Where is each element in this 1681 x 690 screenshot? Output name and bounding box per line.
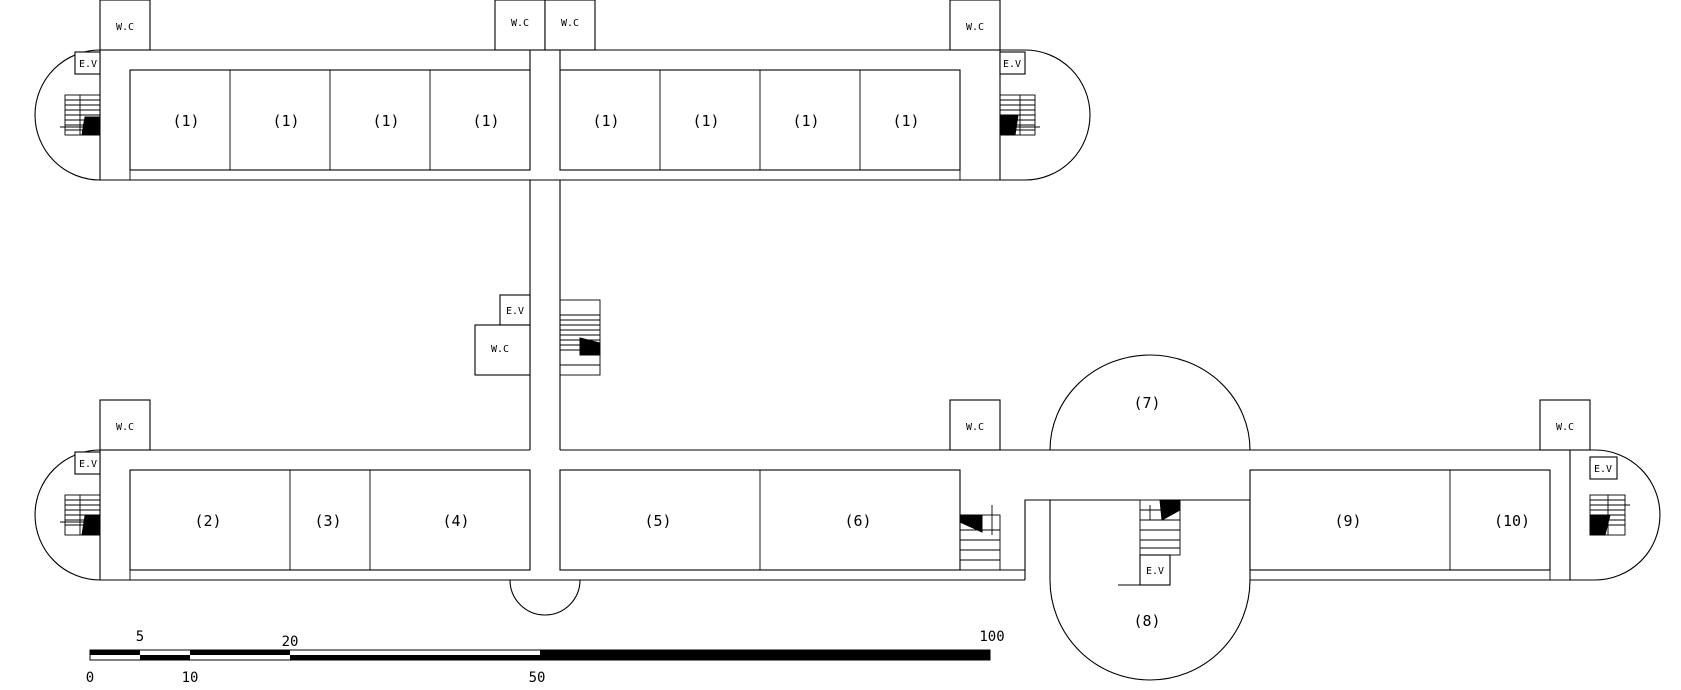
semicircle-room-7 — [1049, 354, 1251, 451]
scale-tick-top: 20 — [282, 634, 299, 650]
stair-icon — [559, 299, 601, 376]
wc-label: W.C — [966, 22, 984, 33]
elevator-label: E.V — [79, 459, 97, 470]
elevator-label: E.V — [1146, 566, 1164, 577]
top-wing: (1) (1) (1) (1) (1) (1) (1) (1) W.C W.C … — [34, 0, 1091, 181]
wc-label: W.C — [116, 422, 134, 433]
stair-icon — [959, 505, 1001, 571]
wc-label: W.C — [966, 422, 984, 433]
elevator-box — [499, 294, 531, 326]
wc-box — [949, 0, 1001, 51]
wc-box — [494, 0, 546, 51]
room-label-3: (3) — [314, 512, 341, 530]
room-label-1c: (1) — [372, 112, 399, 130]
stair-icon — [999, 94, 1040, 136]
scale-tick-bottom: 10 — [182, 670, 199, 686]
wc-label: W.C — [561, 18, 579, 29]
room-label-7: (7) — [1133, 394, 1160, 412]
elevator-box — [1139, 554, 1171, 586]
elevator-box — [1589, 456, 1618, 480]
room-label-6: (6) — [844, 512, 871, 530]
room-block-left — [129, 469, 531, 571]
room-label-5: (5) — [644, 512, 671, 530]
room-label-9: (9) — [1334, 512, 1361, 530]
stair-icon — [1589, 494, 1630, 536]
wc-box — [99, 399, 151, 451]
wc-label: W.C — [511, 18, 529, 29]
elevator-label: E.V — [1003, 59, 1021, 70]
room-label-10: (10) — [1494, 512, 1530, 530]
wc-box — [949, 399, 1001, 451]
scale-tick-bottom: 50 — [529, 670, 546, 686]
room-label-1e: (1) — [592, 112, 619, 130]
elevator-box — [74, 451, 101, 475]
room-block-right — [1249, 469, 1551, 571]
scale-bar: 5 20 100 0 10 50 — [86, 629, 1005, 686]
room-label-1g: (1) — [792, 112, 819, 130]
elevator-box — [74, 51, 101, 75]
wc-box — [1539, 399, 1591, 451]
scale-tick-bottom: 0 — [86, 670, 94, 686]
stair-icon — [1139, 499, 1181, 556]
room-label-1h: (1) — [892, 112, 919, 130]
elevator-label: E.V — [1594, 464, 1612, 475]
elevator-box — [999, 51, 1026, 75]
stair-icon — [60, 494, 101, 536]
scale-tick-top: 5 — [136, 629, 144, 645]
elevator-label: E.V — [506, 306, 524, 317]
bottom-wing: (2) (3) (4) (5) (6) W.C E.V W.C — [34, 354, 1661, 681]
room-label-1b: (1) — [272, 112, 299, 130]
stair-icon — [60, 94, 101, 136]
wc-box — [474, 324, 531, 376]
wc-box — [99, 0, 151, 51]
wc-label: W.C — [491, 344, 509, 355]
room-label-8: (8) — [1133, 612, 1160, 630]
room-label-2: (2) — [194, 512, 221, 530]
wc-box — [544, 0, 596, 51]
room-label-1a: (1) — [172, 112, 199, 130]
wc-label: W.C — [116, 22, 134, 33]
room-label-1d: (1) — [472, 112, 499, 130]
connector-corridor: E.V W.C — [474, 50, 601, 450]
elevator-label: E.V — [79, 59, 97, 70]
wc-label: W.C — [1556, 422, 1574, 433]
room-label-1f: (1) — [692, 112, 719, 130]
room-label-4: (4) — [442, 512, 469, 530]
scale-tick-top: 100 — [979, 629, 1004, 645]
